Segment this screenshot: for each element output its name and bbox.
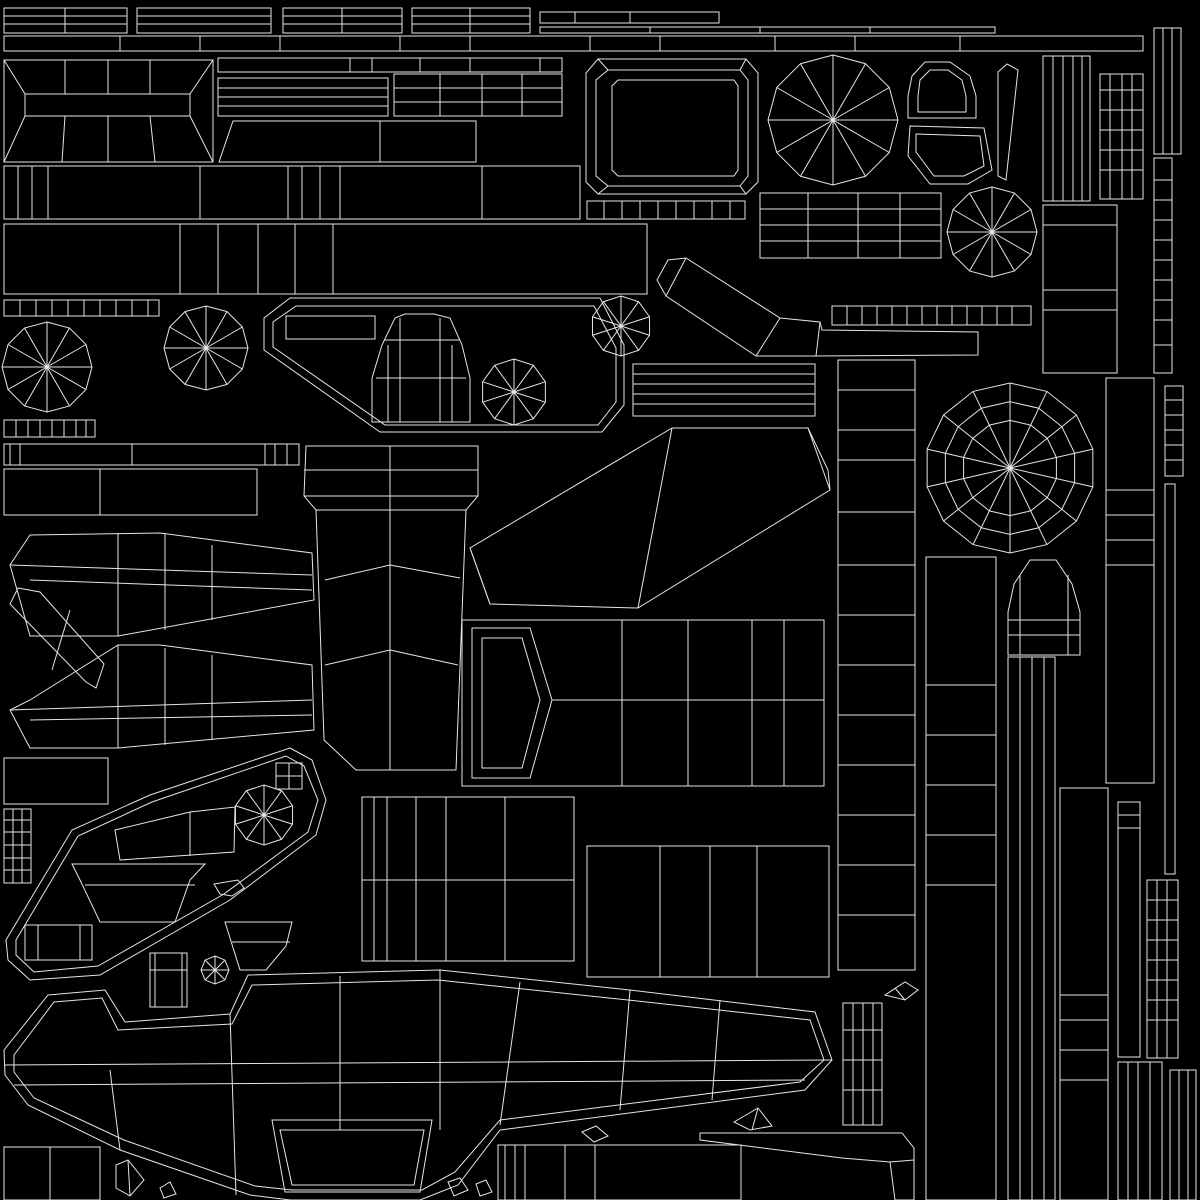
wheel-spoke [833,120,889,153]
wheel-spoke [953,210,992,233]
grid-block-lower-right [587,846,829,977]
wheel-spoke [833,64,866,120]
wheel-spoke [206,327,242,348]
wheel-disc-group [2,55,1093,984]
cap-pieces [908,62,1018,184]
wheel-spoke [1010,391,1047,468]
wheel-spoke [801,64,834,120]
wheel-spoke [514,392,545,402]
wheel-spoke [264,815,293,824]
wheel-spoke [8,367,47,390]
wheel-spoke [25,367,48,406]
grid-block-center-right [760,193,1031,325]
fuselage-center-unwrap [304,446,478,770]
wheel-spoke [8,345,47,368]
wheel-spoke [603,326,621,350]
wheel-spoke [47,367,70,406]
wheel-spoke [992,232,1031,255]
long-slab-panels [4,166,647,804]
wheel-spoke [973,468,1010,545]
small-fin-piece [10,588,104,688]
wheel-spoke [833,88,889,121]
wheel-spoke [833,120,866,176]
bottom-strip-panels [4,1003,914,1200]
wheel-spoke [215,970,225,980]
wheel-spoke [264,791,282,815]
wheel-spoke [970,232,993,271]
wheel-spoke [1010,449,1093,468]
wheel-spoke [206,348,242,369]
wheel-spoke [992,210,1031,233]
wheel-spoke [970,193,993,232]
nozzle-cap-right [1008,560,1080,655]
top-strip-row [4,8,1143,51]
wheel-spoke [235,806,264,815]
wheel-spoke [927,468,1010,487]
wheel-spoke [205,960,215,970]
wheel-spoke [927,449,1010,468]
wheel-spoke [992,232,1015,271]
wheel-spoke [992,193,1015,232]
wheel-spoke [483,382,514,392]
small-shard-pieces [116,982,918,1198]
wheel-spoke [953,232,992,255]
wheel-spoke [1010,468,1076,521]
wheel-spoke [592,317,621,326]
wheel-spoke [185,348,206,384]
arrow-panel-unwrap [462,620,824,786]
bent-tube-unwrap [657,258,978,356]
wheel-spoke [205,970,215,980]
tail-slab-unwrap [470,428,830,608]
striped-block-mid [633,364,815,416]
wheel-spoke [621,302,639,326]
bevelled-box-unwrap [586,59,758,219]
wheel-spoke [206,312,227,348]
wheel-spoke [246,815,264,839]
wheel-spoke [603,302,621,326]
hull-bottom-unwrap [4,970,832,1200]
strip-group-upper-middle [218,58,562,162]
wheel-spoke [483,392,514,402]
wheel-spoke [944,415,1010,468]
wheel-spoke [514,392,533,419]
tall-column-right [926,378,1196,1200]
wheel-spoke [264,806,293,815]
track-loop-unwrap [264,298,624,432]
wheel-spoke [1010,468,1047,545]
wheel-spoke [170,327,206,348]
wheel-spoke [47,367,86,390]
wheel-spoke [1010,468,1093,487]
wheel-spoke [264,815,282,839]
wheel-spoke [514,365,533,392]
wheel-spoke [185,312,206,348]
wheel-spoke [621,317,650,326]
wheel-spoke [621,326,639,350]
wheel-spoke [246,791,264,815]
wheel-spoke [170,348,206,369]
wheel-spoke [777,120,833,153]
wheel-spoke [514,382,545,392]
vertical-strip-stack-right [1043,28,1181,373]
wheel-spoke [47,345,86,368]
wheel-spoke [621,326,650,335]
trapezoid-panel [4,60,213,162]
wing-panel-upper [10,533,314,636]
wheel-spoke [777,88,833,121]
wheel-spoke [206,348,227,384]
wheel-spoke [25,328,48,367]
capsule-plate-unwrap [4,748,326,1007]
wheel-spoke [801,120,834,176]
wheel-spoke [1010,415,1076,468]
wheel-spoke [235,815,264,824]
wheel-spoke [47,328,70,367]
grid-block-lower-left [362,797,574,961]
wheel-spoke [495,392,514,419]
wheel-spoke [495,365,514,392]
wheel-spoke [973,391,1010,468]
wing-panel-lower [10,645,314,748]
tall-column-center [838,360,915,970]
wheel-spoke [215,960,225,970]
wheel-spoke [944,468,1010,521]
